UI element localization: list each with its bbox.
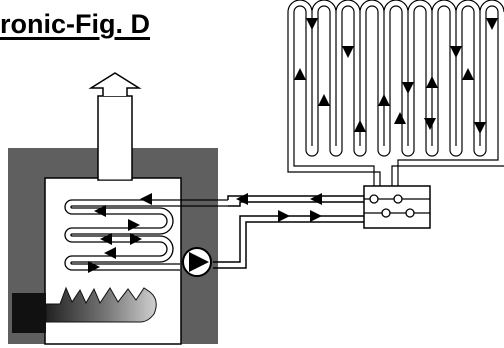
diagram-title: ronic-Fig. D bbox=[0, 9, 150, 39]
flow-arrow-icon bbox=[402, 82, 414, 94]
flow-arrow-icon bbox=[294, 68, 306, 80]
flow-arrow-icon bbox=[474, 122, 486, 134]
flow-arrow-icon bbox=[394, 112, 406, 124]
flow-arrow-icon bbox=[278, 210, 290, 222]
flow-arrow-icon bbox=[462, 68, 474, 80]
manifold bbox=[363, 185, 431, 229]
flow-arrow-icon bbox=[94, 205, 106, 217]
flow-arrow-icon bbox=[486, 18, 498, 30]
pump-icon bbox=[182, 247, 212, 277]
flow-arrow-icon bbox=[236, 193, 248, 205]
flow-arrow-icon bbox=[342, 46, 354, 58]
flow-arrow-icon bbox=[130, 233, 142, 245]
flow-arrow-icon bbox=[318, 94, 330, 106]
flow-arrow-icon bbox=[310, 193, 322, 205]
return-pipe-inner bbox=[228, 201, 364, 207]
flue-chimney bbox=[97, 95, 133, 181]
flue-cap bbox=[88, 72, 142, 96]
flow-arrow-icon bbox=[354, 120, 366, 132]
burner-flame bbox=[45, 286, 157, 323]
boiler bbox=[8, 72, 218, 345]
radiant-floor-loop bbox=[287, 0, 504, 186]
flow-arrow-icon bbox=[450, 46, 462, 58]
flow-arrow-icon bbox=[310, 210, 322, 222]
flow-arrow-icon bbox=[140, 193, 152, 205]
flow-arrow-icon bbox=[426, 76, 438, 88]
burner bbox=[12, 286, 157, 333]
supply-pipe-inner bbox=[213, 221, 364, 269]
flow-arrow-icon bbox=[306, 18, 318, 30]
flow-arrow-icon bbox=[128, 219, 140, 231]
return-pipe bbox=[227, 195, 364, 200]
flow-arrows bbox=[88, 18, 498, 273]
flow-arrow-icon bbox=[88, 261, 100, 273]
connecting-pipes bbox=[213, 195, 364, 269]
flow-arrow-icon bbox=[424, 118, 436, 130]
heat-exchanger-coil bbox=[64, 199, 228, 271]
burner-block bbox=[12, 293, 46, 333]
valve-icon bbox=[369, 194, 415, 218]
flow-arrow-icon bbox=[104, 247, 116, 259]
flow-arrow-icon bbox=[378, 94, 390, 106]
supply-pipe bbox=[213, 215, 364, 263]
flow-arrow-icon bbox=[100, 233, 112, 245]
